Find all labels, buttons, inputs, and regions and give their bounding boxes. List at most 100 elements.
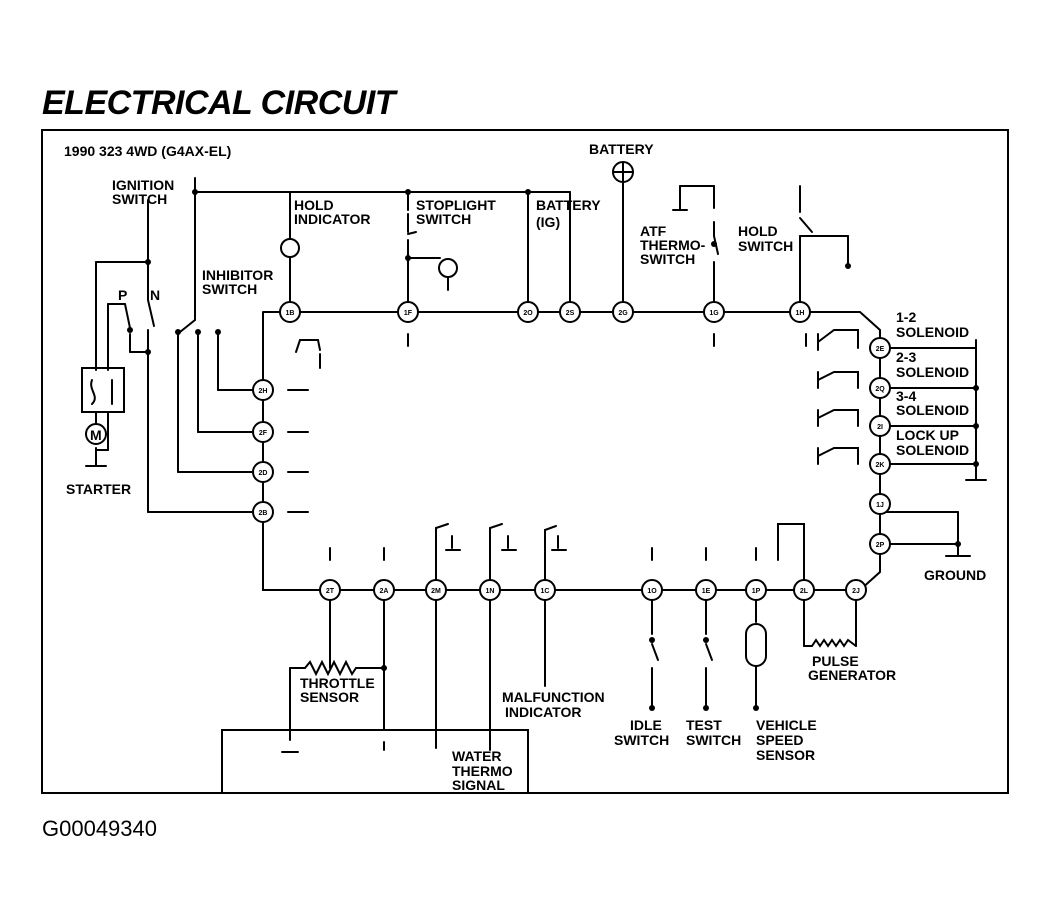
pin-label-1e: 1E bbox=[702, 588, 711, 595]
pin-2k bbox=[869, 453, 891, 475]
solenoid-34-label-2: SOLENOID bbox=[896, 402, 969, 418]
solenoid-12-label-1: 1-2 bbox=[896, 309, 916, 325]
lockup-solenoid-label-1: LOCK UP bbox=[896, 427, 959, 443]
malfunction-indicator-label-1: MALFUNCTION bbox=[502, 689, 605, 705]
pin-label-2p: 2P bbox=[876, 542, 885, 549]
vehicle-speed-label-3: SENSOR bbox=[756, 747, 815, 763]
pin-label-1g: 1G bbox=[709, 310, 719, 317]
pin-2h bbox=[252, 379, 274, 401]
ground-label: GROUND bbox=[924, 567, 986, 583]
stoplight-switch-label-1: STOPLIGHT bbox=[416, 197, 496, 213]
pin-label-2h: 2H bbox=[259, 388, 268, 395]
pin-label-2f: 2F bbox=[259, 430, 268, 437]
solenoid-23-label-1: 2-3 bbox=[896, 349, 916, 365]
test-switch-label-1: TEST bbox=[686, 717, 722, 733]
diagram-subtitle: 1990 323 4WD (G4AX-EL) bbox=[64, 143, 231, 159]
motor-icon bbox=[85, 423, 107, 445]
pin-label-1o: 1O bbox=[647, 588, 657, 595]
atf-thermo-label-3: SWITCH bbox=[640, 251, 695, 267]
throttle-sensor-label-2: SENSOR bbox=[300, 689, 359, 705]
pin-1c bbox=[534, 579, 556, 601]
pin-2o bbox=[517, 301, 539, 323]
pin-label-1c: 1C bbox=[541, 588, 550, 595]
battery-ig-label-1: BATTERY bbox=[536, 197, 601, 213]
motor-label: M bbox=[90, 427, 102, 443]
hold-indicator-lamp-icon bbox=[280, 238, 300, 258]
vehicle-speed-label-2: SPEED bbox=[756, 732, 803, 748]
ignition-switch-label-1: IGNITION bbox=[112, 177, 174, 193]
pin-1f bbox=[397, 301, 419, 323]
pin-label-1p: 1P bbox=[752, 588, 761, 595]
pin-label-1n: 1N bbox=[486, 588, 495, 595]
water-thermo-label-3: SIGNAL bbox=[452, 777, 505, 793]
pin-2m bbox=[425, 579, 447, 601]
pin-2f bbox=[252, 421, 274, 443]
inhibitor-switch-label-1: INHIBITOR bbox=[202, 267, 273, 283]
pin-2b bbox=[252, 501, 274, 523]
atf-thermo-label-1: ATF bbox=[640, 223, 667, 239]
pin-2a bbox=[373, 579, 395, 601]
pin-label-2b: 2B bbox=[259, 510, 268, 517]
pin-2g bbox=[612, 301, 634, 323]
pin-2e bbox=[869, 337, 891, 359]
atf-thermo-label-2: THERMO- bbox=[640, 237, 706, 253]
park-label: P bbox=[118, 287, 127, 303]
pin-2l bbox=[793, 579, 815, 601]
figure-id: G00049340 bbox=[42, 816, 157, 841]
pin-label-2j: 2J bbox=[852, 588, 860, 595]
solenoid-12-label-2: SOLENOID bbox=[896, 324, 969, 340]
ignition-switch-label-2: SWITCH bbox=[112, 191, 167, 207]
pulse-generator-label-2: GENERATOR bbox=[808, 667, 896, 683]
pin-label-2e: 2E bbox=[876, 346, 885, 353]
pin-label-1j: 1J bbox=[876, 502, 884, 509]
pin-1b bbox=[279, 301, 301, 323]
hold-switch-label-2: SWITCH bbox=[738, 238, 793, 254]
pin-label-1f: 1F bbox=[404, 310, 413, 317]
vehicle-speed-label-1: VEHICLE bbox=[756, 717, 817, 733]
starter-label: STARTER bbox=[66, 481, 131, 497]
pin-2p bbox=[869, 533, 891, 555]
pin-1e bbox=[695, 579, 717, 601]
hold-switch-label-1: HOLD bbox=[738, 223, 778, 239]
pin-2s bbox=[559, 301, 581, 323]
pin-label-2g: 2G bbox=[618, 310, 628, 317]
pin-label-2i: 2I bbox=[877, 424, 883, 431]
throttle-sensor-label-1: THROTTLE bbox=[300, 675, 375, 691]
idle-switch-label-1: IDLE bbox=[630, 717, 662, 733]
diagram-frame bbox=[41, 129, 1009, 794]
water-thermo-label-2: THERMO bbox=[452, 763, 513, 779]
pin-label-2o: 2O bbox=[523, 310, 533, 317]
pin-2t bbox=[319, 579, 341, 601]
stoplight-switch-label-2: SWITCH bbox=[416, 211, 471, 227]
battery-label: BATTERY bbox=[589, 141, 654, 157]
pin-2j bbox=[845, 579, 867, 601]
battery-ig-label-2: (IG) bbox=[536, 214, 560, 230]
test-switch-label-2: SWITCH bbox=[686, 732, 741, 748]
solenoid-34-label-1: 3-4 bbox=[896, 388, 916, 404]
pin-2q bbox=[869, 377, 891, 399]
pin-1j bbox=[869, 493, 891, 515]
pulse-generator-label-1: PULSE bbox=[812, 653, 859, 669]
hold-indicator-label-1: HOLD bbox=[294, 197, 334, 213]
pin-label-2t: 2T bbox=[326, 588, 335, 595]
pin-1o bbox=[641, 579, 663, 601]
pin-label-2m: 2M bbox=[431, 588, 441, 595]
pin-label-2k: 2K bbox=[876, 462, 885, 469]
page-title: ELECTRICAL CIRCUIT bbox=[42, 84, 396, 122]
inhibitor-switch-label-2: SWITCH bbox=[202, 281, 257, 297]
pin-label-1h: 1H bbox=[796, 310, 805, 317]
pin-label-2d: 2D bbox=[259, 470, 268, 477]
pin-1g bbox=[703, 301, 725, 323]
pin-label-1b: 1B bbox=[286, 310, 295, 317]
malfunction-indicator-label-2: INDICATOR bbox=[505, 704, 581, 720]
hold-indicator-label-2: INDICATOR bbox=[294, 211, 370, 227]
pin-label-2q: 2Q bbox=[875, 386, 885, 393]
pin-1p bbox=[745, 579, 767, 601]
neutral-label: N bbox=[150, 287, 160, 303]
water-thermo-label-1: WATER bbox=[452, 748, 502, 764]
pin-label-2l: 2L bbox=[800, 588, 809, 595]
pin-2i bbox=[869, 415, 891, 437]
idle-switch-label-2: SWITCH bbox=[614, 732, 669, 748]
